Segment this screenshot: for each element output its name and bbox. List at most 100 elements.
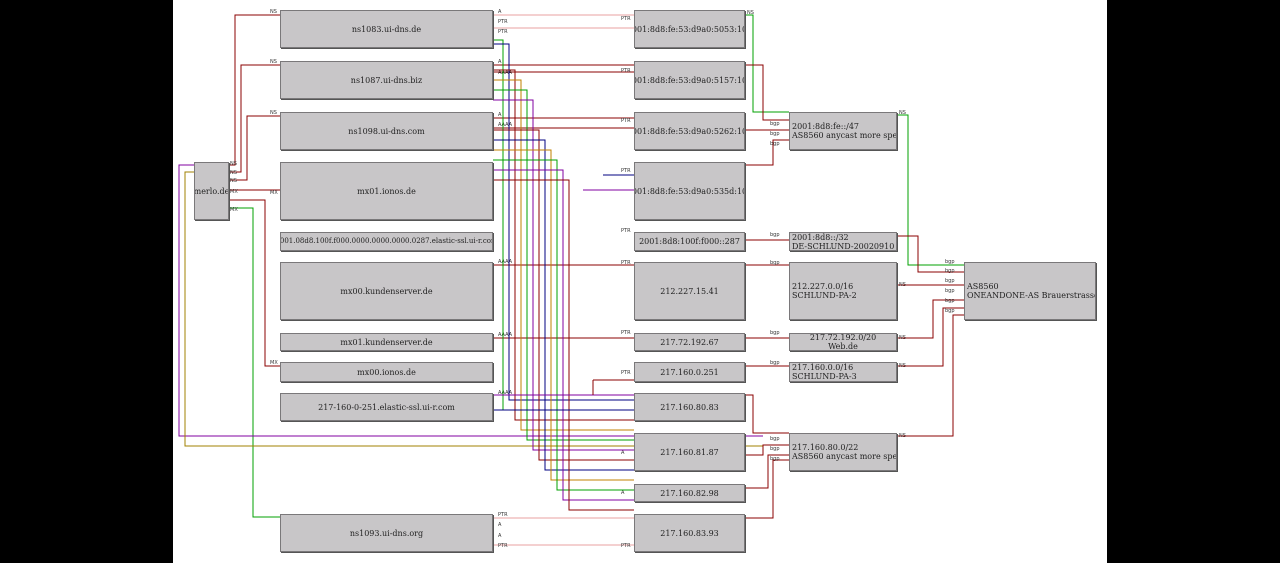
edge-label: A — [621, 450, 625, 456]
edge-label: bgp — [770, 121, 780, 127]
node-asn[interactable]: AS8560 ONEANDONE-AS Brauerstrasse 48 — [964, 262, 1096, 320]
edge-26 — [493, 149, 634, 481]
node-ip8[interactable]: 217.160.0.251 — [634, 362, 745, 382]
edge-23 — [493, 99, 634, 451]
node-ns1[interactable]: ns1083.ui-dns.de — [280, 10, 493, 48]
asn-number: AS8560 — [967, 282, 999, 291]
node-ip1[interactable]: 2001:8d8:fe:53:d9a0:5053:100 — [634, 10, 745, 48]
edge-label: NS — [899, 433, 906, 439]
node-ip2[interactable]: 2001:8d8:fe:53:d9a0:5157:100 — [634, 61, 745, 99]
edge-label: bgp — [945, 278, 955, 284]
prefix-6-desc: AS8560 anycast more specific — [792, 452, 897, 461]
node-prefix-3[interactable]: 212.227.0.0/16 SCHLUND-PA-2 — [789, 262, 897, 320]
edge-7 — [184, 171, 763, 447]
edge-22 — [493, 89, 634, 441]
node-ip4[interactable]: 2001:8d8:fe:53:d9a0:535d:100 — [634, 162, 745, 220]
edge-52 — [897, 299, 964, 339]
node-ip11[interactable]: 217.160.82.98 — [634, 484, 745, 502]
edge-label: bgp — [770, 260, 780, 266]
edge-label: PTR — [621, 228, 631, 234]
edge-4 — [229, 199, 280, 367]
node-mx4[interactable]: mx00.ionos.de — [280, 362, 493, 382]
edge-label: AAAA — [498, 332, 513, 338]
node-mx3[interactable]: mx01.kundenserver.de — [280, 333, 493, 351]
prefix-2-range: 2001:8d8::/32 — [792, 232, 849, 242]
prefix-1-desc: AS8560 anycast more specific — [792, 131, 897, 140]
node-prefix-6[interactable]: 217.160.80.0/22 AS8560 anycast more spec… — [789, 433, 897, 471]
node-ip12[interactable]: 217.160.83.93 — [634, 514, 745, 552]
edge-label: bgp — [770, 456, 780, 462]
edge-label: PTR — [621, 370, 631, 376]
edge-label: PTR — [621, 168, 631, 174]
prefix-4-desc: Web.de — [828, 342, 858, 351]
node-ns3[interactable]: ns1098.ui-dns.com — [280, 112, 493, 150]
edge-29 — [493, 179, 634, 511]
edge-label: bgp — [945, 298, 955, 304]
edge-label: bgp — [945, 259, 955, 265]
edge-53 — [897, 307, 964, 367]
edge-54 — [897, 314, 964, 437]
node-mx1[interactable]: mx01.ionos.de — [280, 162, 493, 220]
edge-label: PTR — [621, 543, 631, 549]
edge-2 — [229, 115, 280, 181]
edge-label: PTR — [498, 512, 508, 518]
node-prefix-4[interactable]: 217.72.192.0/20 Web.de — [789, 333, 897, 351]
prefix-2-desc: DE-SCHLUND-20020910 — [792, 241, 895, 251]
edge-38 — [745, 64, 789, 121]
edge-label: A — [498, 533, 502, 539]
node-ptr4[interactable]: 217-160-0-251.elastic-ssl.ui-r.com — [280, 393, 493, 421]
edge-label: AAAA — [498, 70, 513, 76]
edge-24 — [493, 129, 634, 461]
node-ip3[interactable]: 2001:8d8:fe:53:d9a0:5262:100 — [634, 112, 745, 150]
edge-label: A — [621, 490, 625, 496]
edge-1 — [229, 64, 280, 173]
node-ip9[interactable]: 217.160.80.83 — [634, 393, 745, 421]
edge-label: NS — [899, 363, 906, 369]
edge-label: NS — [230, 178, 237, 184]
prefix-4-range: 217.72.192.0/20 — [809, 333, 877, 342]
edge-label: NS — [270, 9, 277, 15]
edge-label: bgp — [770, 360, 780, 366]
prefix-3-desc: SCHLUND-PA-2 — [792, 291, 857, 300]
node-domain[interactable]: merlo.de — [194, 162, 229, 220]
edge-20 — [493, 69, 634, 421]
node-ip7[interactable]: 217.72.192.67 — [634, 333, 745, 351]
prefix-5-desc: SCHLUND-PA-3 — [792, 372, 857, 381]
edge-layer: NSNSNSMXMXNSNSNSMXMXAPTRPTRAAAAAAAAAAAAA… — [178, 9, 964, 549]
edge-label: MX — [270, 360, 278, 366]
edge-label: NS — [270, 59, 277, 65]
node-ptr6[interactable]: 2001.08d8.100f.f000.0000.0000.0000.0287.… — [280, 232, 493, 251]
edge-label: bgp — [770, 232, 780, 238]
node-ns4[interactable]: ns1093.ui-dns.org — [280, 514, 493, 552]
edge-label: bgp — [770, 330, 780, 336]
node-ip5[interactable]: 2001:8d8:100f:f000::287 — [634, 232, 745, 251]
node-ip6[interactable]: 212.227.15.41 — [634, 262, 745, 320]
edge-50 — [897, 235, 964, 273]
prefix-6-range: 217.160.80.0/22 — [792, 443, 859, 452]
edge-label: PTR — [498, 19, 508, 25]
edge-label: NS — [899, 110, 906, 116]
node-mx2[interactable]: mx00.kundenserver.de — [280, 262, 493, 320]
node-prefix-1[interactable]: 2001:8d8:fe::/47 AS8560 anycast more spe… — [789, 112, 897, 150]
edge-label: AAAA — [498, 259, 513, 265]
asn-name: ONEANDONE-AS Brauerstrasse 48 — [967, 291, 1096, 300]
edge-27 — [493, 159, 634, 491]
node-ns2[interactable]: ns1087.ui-dns.biz — [280, 61, 493, 99]
edge-label: bgp — [945, 308, 955, 314]
node-prefix-5[interactable]: 217.160.0.0/16 SCHLUND-PA-3 — [789, 362, 897, 382]
edge-45 — [745, 394, 789, 434]
node-prefix-2[interactable]: 2001:8d8::/32 DE-SCHLUND-20020910 — [789, 232, 897, 251]
edge-37 — [745, 14, 789, 113]
edge-19 — [493, 43, 634, 401]
edge-5 — [229, 207, 280, 518]
edge-0 — [229, 14, 280, 166]
edge-label: NS — [230, 161, 237, 167]
edge-21 — [493, 79, 634, 431]
node-ip10[interactable]: 217.160.81.87 — [634, 433, 745, 471]
edge-28 — [493, 169, 634, 501]
prefix-1-range: 2001:8d8:fe::/47 — [792, 122, 860, 131]
edge-label: NS — [270, 110, 277, 116]
edge-25 — [493, 139, 634, 471]
edge-label: PTR — [621, 68, 631, 74]
edge-label: bgp — [770, 131, 780, 137]
